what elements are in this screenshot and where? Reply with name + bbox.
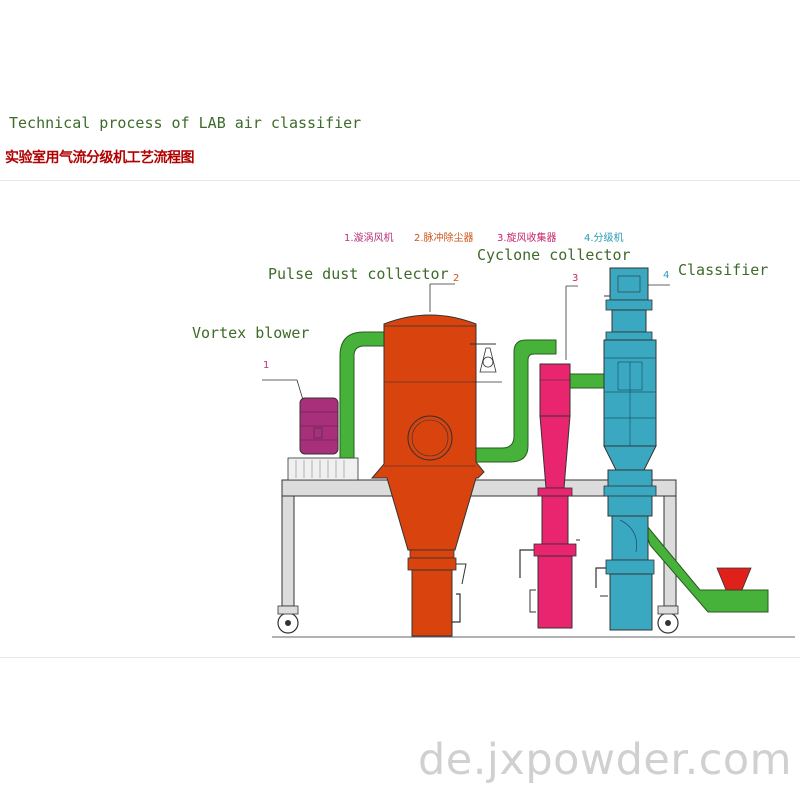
label-vortex-blower: Vortex blower [192,324,309,342]
leader-2 [429,283,455,312]
legend-item-3: 3.旋风收集器 [497,231,557,244]
watermark-text: de.jxpowder.com [418,735,793,785]
legend-item-4: 4.分级机 [584,231,624,244]
cyclone-collector [519,363,580,629]
title-chinese: 实验室用气流分级机工艺流程图 [5,150,195,166]
product-hopper [716,567,752,591]
number-2: 2 [453,273,459,284]
title-english: Technical process of LAB air classifier [9,114,362,132]
label-classifier: Classifier [678,261,768,279]
support-frame [272,457,795,638]
label-cyclone-collector: Cyclone collector [477,246,631,264]
leader-1 [262,379,304,401]
pulse-dust-collector [370,314,502,637]
legend-item-2: 2.脉冲除尘器 [414,231,474,244]
top-divider [0,180,800,181]
number-1: 1 [263,360,269,371]
leader-3 [565,285,578,360]
classifier [595,267,657,631]
vortex-blower [299,397,339,455]
number-3: 3 [572,273,578,284]
bottom-divider [0,657,800,658]
number-4: 4 [663,270,669,281]
label-pulse-dust-collector: Pulse dust collector [268,265,449,283]
legend-item-1: 1.漩涡风机 [344,231,394,244]
